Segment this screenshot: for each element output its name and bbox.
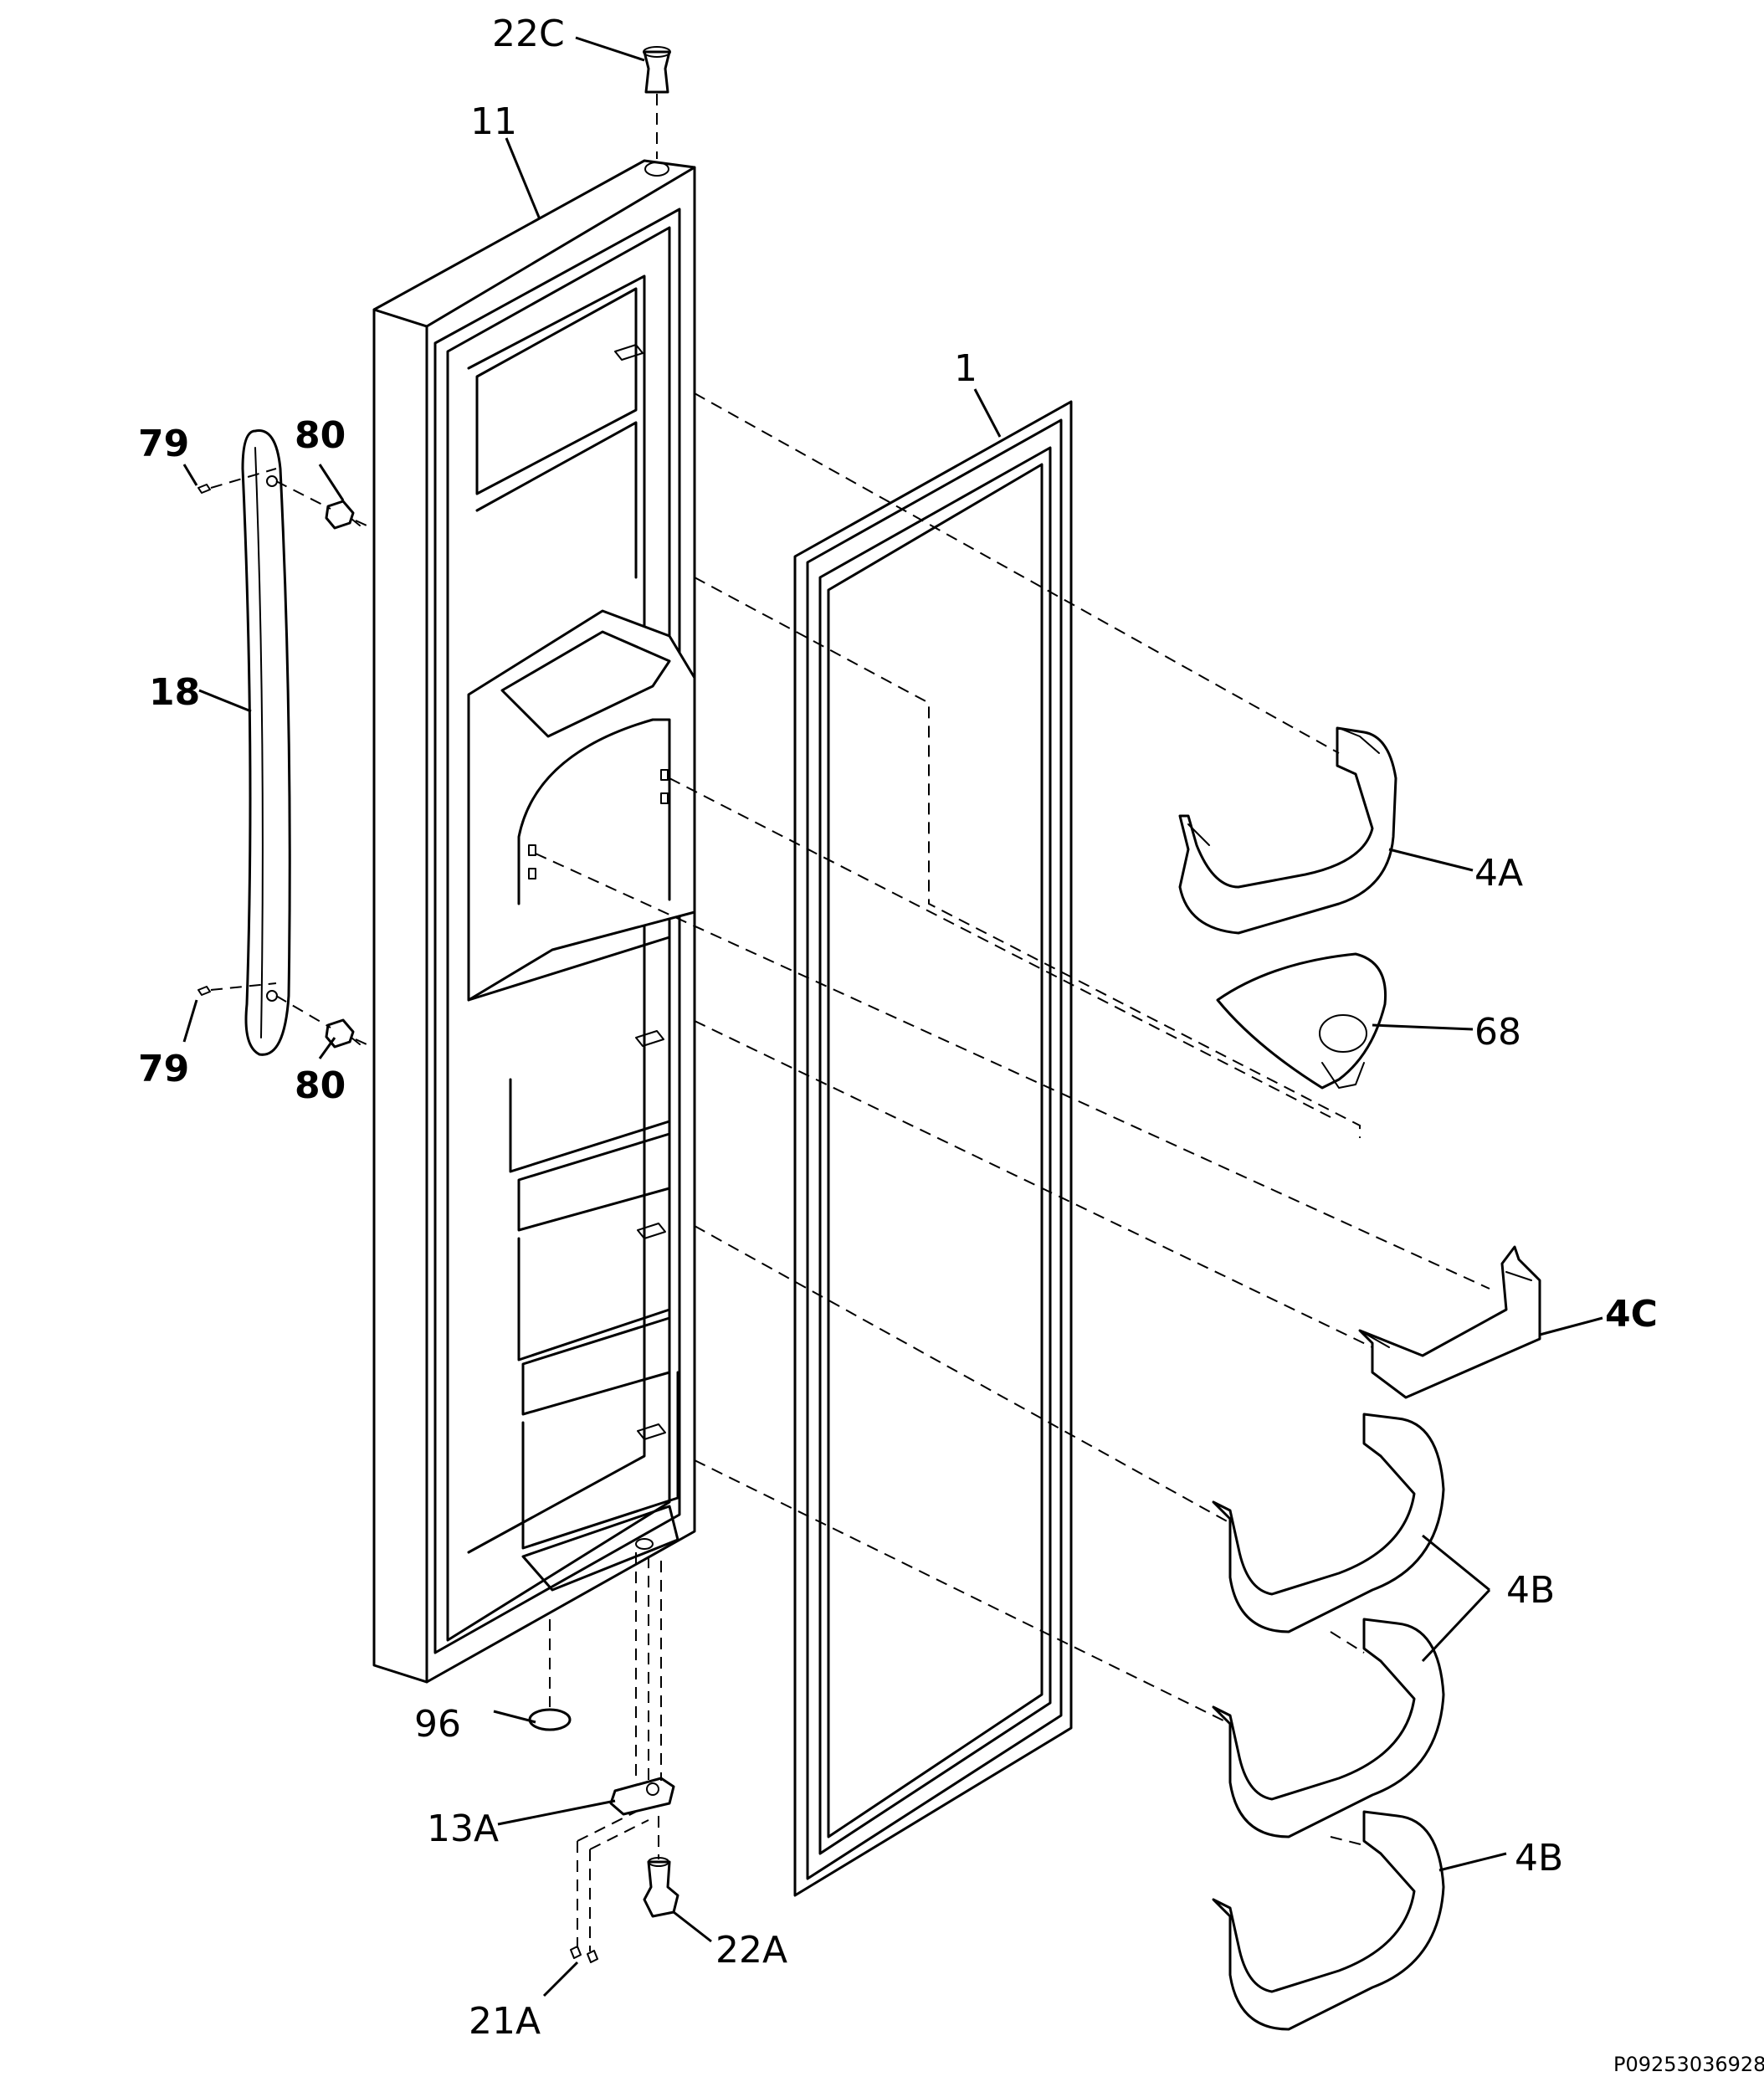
hinge-pin-22a [643, 1857, 679, 1918]
label-80-top: 80 [295, 414, 346, 457]
label-96: 96 [414, 1703, 461, 1746]
label-22a: 22A [715, 1929, 787, 1972]
label-79-top: 79 [138, 423, 189, 465]
door-bin-4b-2 [1212, 1618, 1445, 1838]
ice-guide-68 [1216, 952, 1387, 1090]
label-18: 18 [149, 671, 200, 714]
door-bin-4a [1178, 726, 1397, 935]
label-4a: 4A [1474, 852, 1523, 895]
label-13a: 13A [427, 1808, 499, 1850]
label-21a: 21A [469, 2000, 541, 2043]
screws-21a [570, 1946, 598, 1963]
door-bin-4c [1358, 1245, 1541, 1399]
door-handle [241, 429, 291, 1056]
screw-79-bottom [197, 986, 211, 996]
label-4b-upper: 4B [1506, 1569, 1555, 1612]
plug-96 [528, 1708, 572, 1731]
drawing-code: P09253036928 [1613, 2053, 1764, 2076]
label-22c: 22C [492, 13, 565, 55]
stud-80-top [325, 500, 361, 530]
hinge-pin-22c [643, 46, 671, 94]
door-bin-4b-3 [1212, 1810, 1445, 2031]
label-79-bottom: 79 [138, 1048, 189, 1090]
screw-79-top [197, 484, 211, 494]
door-bin-4b-1 [1212, 1413, 1445, 1633]
label-11: 11 [470, 100, 517, 143]
label-68: 68 [1474, 1011, 1521, 1054]
label-4b-lower: 4B [1515, 1837, 1563, 1879]
label-4c: 4C [1605, 1293, 1658, 1336]
label-1: 1 [954, 347, 977, 390]
door-gasket [793, 400, 1073, 1897]
door-panel [372, 159, 696, 1684]
label-80-bottom: 80 [295, 1064, 346, 1107]
bottom-hinge-13a [609, 1777, 675, 1816]
